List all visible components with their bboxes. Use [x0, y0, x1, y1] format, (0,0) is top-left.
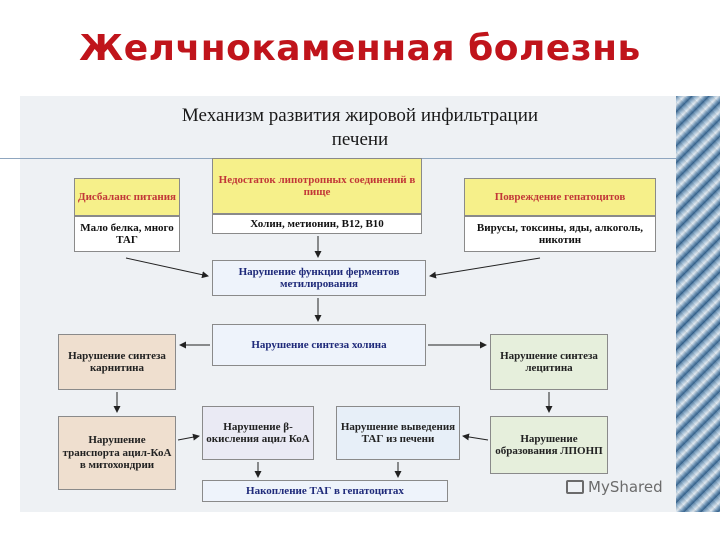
watermark: MyShared [566, 478, 663, 496]
decorative-texture [676, 96, 720, 512]
beta-oxidation-box: Нарушение β-окисления ацил КоА [202, 406, 314, 460]
myshared-logo-icon [566, 480, 584, 494]
lpvp-formation-box: Нарушение образования ЛПОНП [490, 416, 608, 474]
cause-lipotropic-box: Недостаток липотропных соединений в пище [212, 158, 422, 214]
tag-accumulation-box: Накопление ТАГ в гепатоцитах [202, 480, 448, 502]
methylation-box: Нарушение функции ферментов метилировани… [212, 260, 426, 296]
diagram-title-line1: Механизм развития жировой инфильтрации [181, 105, 539, 126]
arrow-transport-to-beta-oxidation [177, 433, 200, 441]
lecithin-synthesis-box: Нарушение синтеза лецитина [490, 334, 608, 390]
cause-lipotropic-detail: Холин, метионин, B12, B10 [212, 214, 422, 234]
arrow-lpvp-to-tag-removal [462, 433, 489, 441]
carnitine-synthesis-box: Нарушение синтеза карнитина [58, 334, 176, 390]
arrow-dysbalance-to-methylation [125, 257, 209, 279]
cause-hepatocyte-detail: Вирусы, токсины, яды, алкоголь, никотин [464, 216, 656, 252]
diagram-title: Механизм развития жировой инфильтрации п… [40, 104, 680, 152]
diagram-title-line2: печени [331, 129, 389, 150]
slide-title: Желчнокаменная болезнь [79, 28, 641, 69]
cause-dysbalance-detail: Мало белка, много ТАГ [74, 216, 180, 252]
choline-synthesis-box: Нарушение синтеза холина [212, 324, 426, 366]
acyl-coa-transport-box: Нарушение транспорта ацил-КоА в митохонд… [58, 416, 176, 490]
tag-removal-box: Нарушение выведения ТАГ из печени [336, 406, 460, 460]
cause-hepatocyte-box: Повреждение гепатоцитов [464, 178, 656, 216]
arrow-hepatocyte-to-methylation [429, 257, 541, 279]
watermark-text: MyShared [588, 478, 663, 496]
cause-dysbalance-box: Дисбаланс питания [74, 178, 180, 216]
